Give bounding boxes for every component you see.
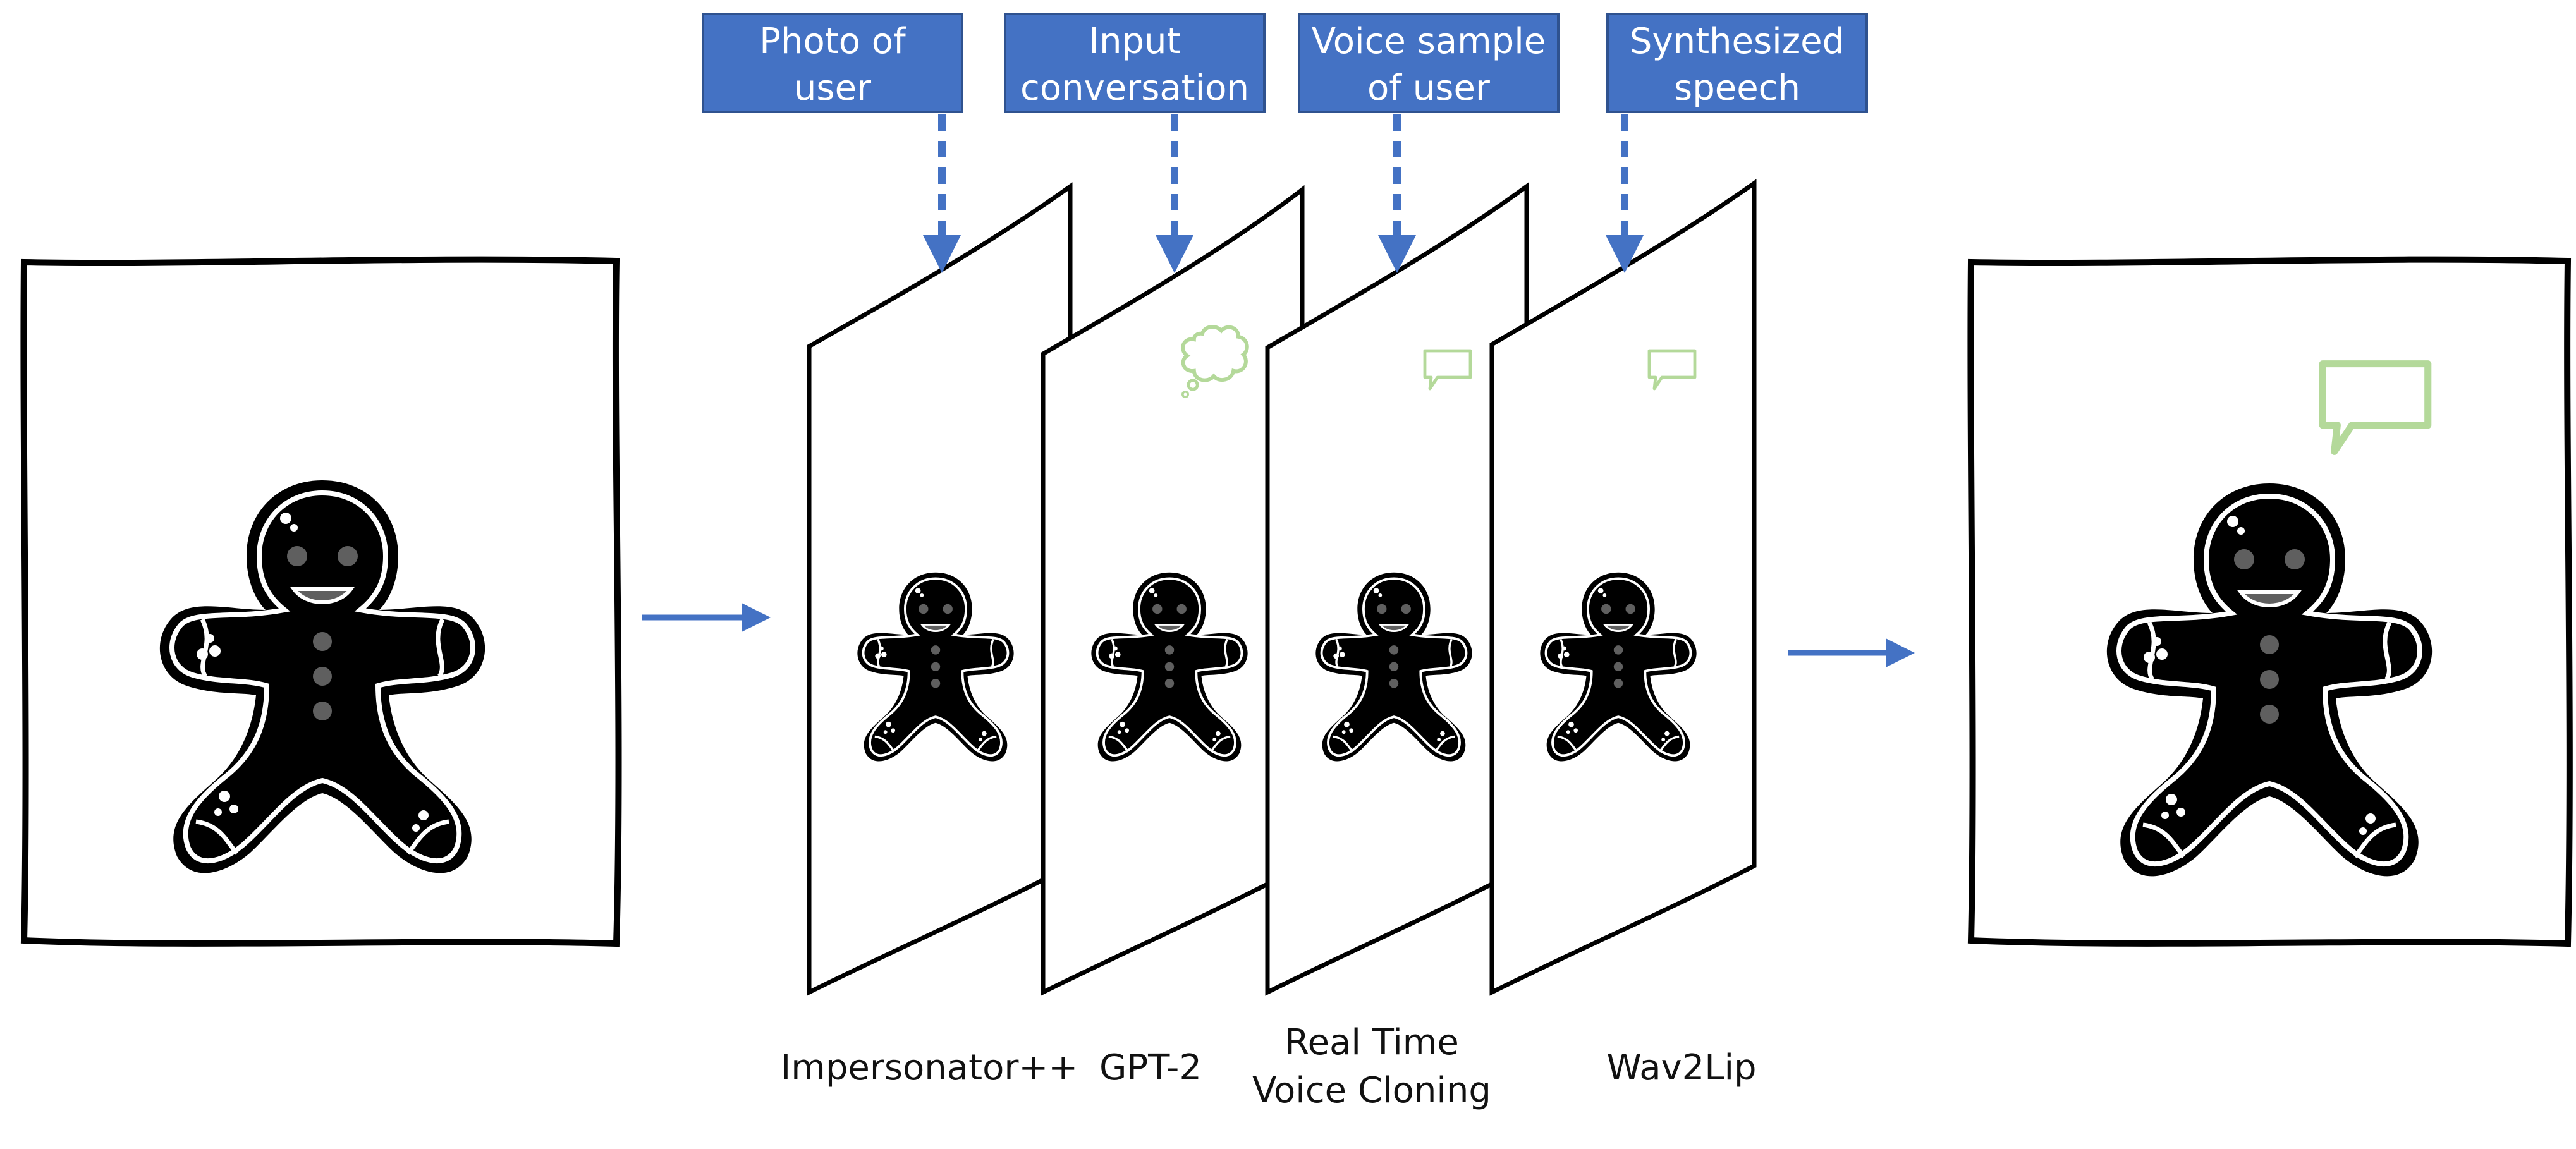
panel-impersonator: [807, 182, 1073, 996]
input-box-label: Voice sample of user: [1312, 21, 1546, 109]
input-box-speech: Synthesized speech: [1606, 13, 1868, 113]
stage-label-line: GPT-2: [1099, 1047, 1202, 1088]
source-frame: [20, 256, 622, 947]
input-box-label-line: Photo of: [759, 21, 906, 62]
input-box-label-line: Synthesized: [1630, 21, 1845, 62]
stage-label-line: Wav2Lip: [1606, 1047, 1756, 1088]
stage-label-line: Real Time: [1285, 1022, 1459, 1063]
input-box-label: Photo of user: [759, 21, 906, 109]
stage-label-line: Voice Cloning: [1252, 1070, 1491, 1111]
input-box-label: Input conversation: [1020, 21, 1249, 109]
input-box-voice: Voice sample of user: [1298, 13, 1560, 113]
stage-label-line: Impersonator++: [781, 1047, 1078, 1088]
input-box-conversation: Input conversation: [1004, 13, 1266, 113]
input-box-label: Synthesized speech: [1630, 21, 1845, 109]
panel-gpt2: [1041, 185, 1305, 996]
pipeline-stack: [807, 179, 1757, 996]
stage-label-wav2lip: Wav2Lip: [1606, 1047, 1756, 1088]
stage-label-gpt2: GPT-2: [1099, 1047, 1202, 1088]
panel-wav2lip: [1489, 179, 1757, 996]
input-box-label-line: of user: [1367, 68, 1491, 109]
input-box-label-line: user: [794, 68, 872, 109]
input-box-label-line: speech: [1674, 68, 1800, 109]
input-box-label-line: conversation: [1020, 68, 1249, 109]
stage-label-impersonator: Impersonator++: [781, 1047, 1078, 1088]
input-boxes: Photo of user Input conversation Voice sampl…: [702, 13, 1868, 113]
input-box-label-line: Input: [1089, 21, 1180, 62]
input-box-label-line: Voice sample: [1312, 21, 1546, 62]
panel-voice-cloning: [1265, 182, 1529, 996]
input-box-photo: Photo of user: [702, 13, 963, 113]
output-frame: [1967, 256, 2573, 947]
